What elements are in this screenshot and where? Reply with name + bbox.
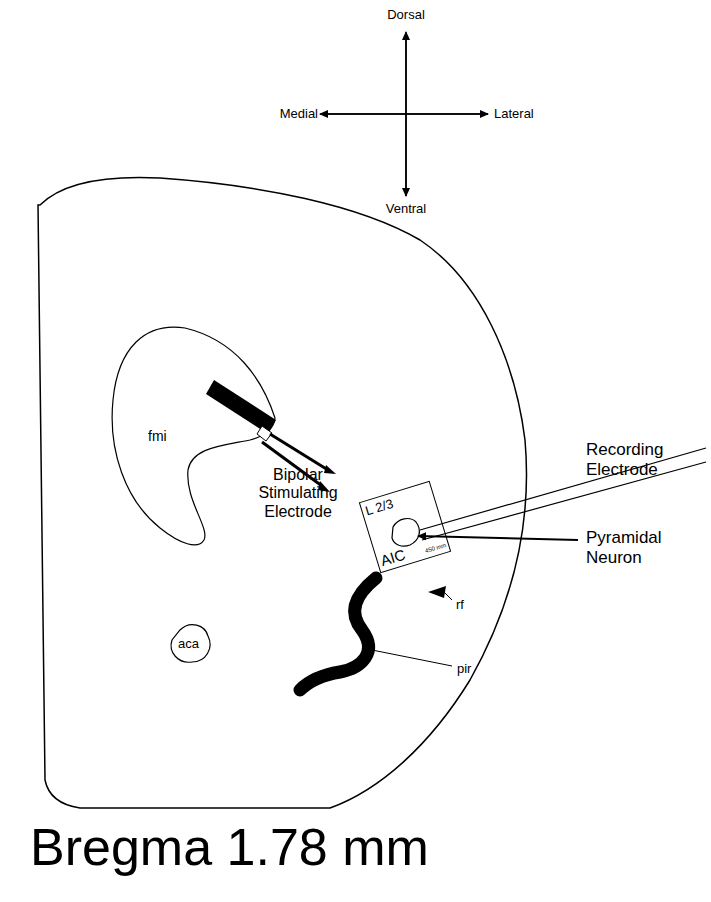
rhinal-fissure-arrowhead xyxy=(428,586,446,598)
orientation-compass xyxy=(320,32,488,196)
region-label: L 2/3 xyxy=(364,497,395,518)
text-label: Recording Electrode xyxy=(586,440,706,479)
text-label: pir xyxy=(457,662,471,677)
leader-arrow xyxy=(418,536,578,540)
caption: Bregma 1.78 mm xyxy=(30,818,429,878)
text-label: Medial xyxy=(280,107,318,122)
forceps-minor-outline xyxy=(112,327,275,545)
text-label: aca xyxy=(178,637,199,652)
region-label: AIC xyxy=(379,547,407,569)
piriform-layer xyxy=(300,578,376,690)
recording-electrode xyxy=(420,448,706,540)
dimension-label: 450 mm xyxy=(424,542,446,554)
anterior-commissure xyxy=(171,625,210,663)
leader-line xyxy=(372,650,452,666)
text-label: rf xyxy=(456,598,464,613)
brain-outline xyxy=(38,177,527,808)
text-label: Bipolar Stimulating Electrode xyxy=(243,466,353,521)
text-label: Pyramidal Neuron xyxy=(586,528,706,567)
pyramidal-neuron xyxy=(392,519,419,547)
text-label: Lateral xyxy=(494,107,534,122)
region-box: L 2/3AIC 450 mm xyxy=(359,481,451,573)
text-label: Ventral xyxy=(386,202,426,217)
leader-line xyxy=(444,592,452,600)
text-label: fmi xyxy=(148,428,167,444)
text-label: Dorsal xyxy=(387,8,425,23)
